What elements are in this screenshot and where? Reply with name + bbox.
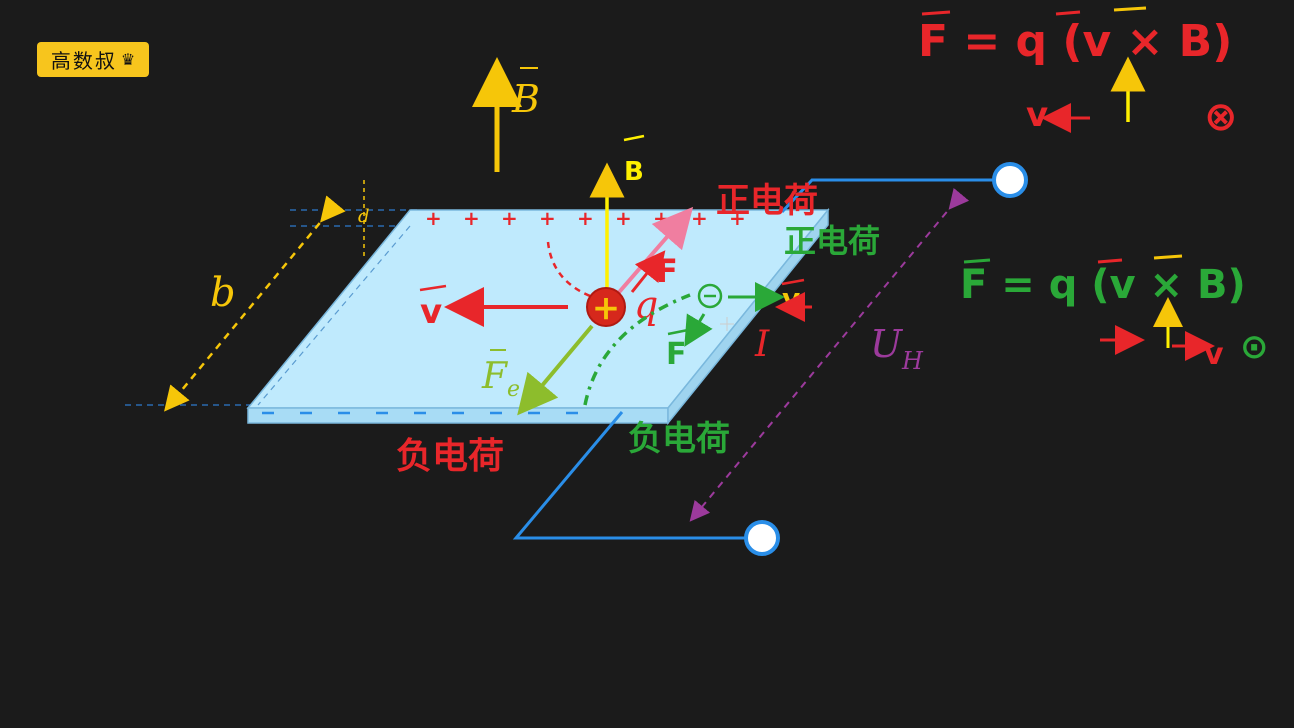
force-arrow-red	[630, 250, 666, 293]
annotation-negative-red: 负电荷	[396, 436, 504, 477]
logo-badge: 高数叔 ♛	[37, 42, 149, 77]
vector-bar	[623, 134, 645, 142]
wire-bottom	[512, 411, 762, 540]
plus-sign: +	[539, 206, 556, 230]
formula-red: F = q (v × B)	[918, 16, 1232, 67]
terminal-top	[992, 162, 1028, 198]
charge-label-q: q	[634, 283, 658, 327]
thickness-label-d: d	[358, 206, 370, 227]
plate-front-face	[247, 407, 669, 424]
plus-sign: +	[653, 206, 670, 230]
plus-sign: +	[577, 206, 594, 230]
wire-top	[780, 178, 1010, 214]
plus-sign: +	[691, 206, 708, 230]
formula-green-v: v	[1204, 337, 1224, 372]
plus-sign: +	[501, 206, 518, 230]
magnetic-field-label: B	[511, 77, 540, 121]
width-label-b: b	[210, 270, 236, 316]
terminal-bottom	[744, 520, 780, 556]
force-label-red: F	[656, 252, 678, 290]
positive-charge	[586, 287, 626, 327]
formula-green: F = q (v × B)	[960, 262, 1246, 308]
annotation-positive-green: 正电荷	[784, 222, 880, 260]
width-marker	[164, 195, 346, 412]
charge-sign: +	[592, 288, 621, 328]
vector-bar	[1113, 6, 1147, 12]
vector-bar	[667, 328, 689, 336]
logo-text: 高数叔	[50, 49, 117, 73]
electric-force-arrow	[517, 324, 594, 416]
vector-bar	[1055, 10, 1081, 16]
velocity-label-green: v	[782, 282, 800, 315]
plus-sign: +	[463, 206, 480, 230]
velocity-label: v	[420, 292, 442, 332]
force-label-green: F	[666, 337, 687, 372]
vector-bar	[921, 10, 951, 16]
plus-sign: +	[615, 206, 632, 230]
vector-bar	[1097, 258, 1123, 264]
current-label-I: I	[754, 324, 770, 365]
field-label-at-charge: B	[624, 157, 644, 187]
out-of-page-symbol: ⊙	[1240, 327, 1269, 367]
trajectory-green	[583, 293, 691, 406]
plus-sign: +	[425, 206, 442, 230]
vector-bar	[963, 258, 991, 264]
annotation-positive-red: 正电荷	[716, 181, 818, 221]
formula-red-v: v	[1026, 95, 1048, 135]
crown-icon: ♛	[120, 50, 136, 69]
hall-voltage-marker	[689, 187, 970, 522]
vector-bar	[1153, 254, 1183, 260]
annotation-negative-green: 负电荷	[628, 419, 730, 459]
vector-bar	[419, 284, 447, 292]
hall-voltage-label: UH	[870, 322, 924, 375]
into-page-symbol: ⊗	[1204, 94, 1238, 140]
positive-charges-row: + + + + + + + + +	[425, 206, 746, 230]
electric-force-label: Fe	[481, 356, 520, 402]
trajectory-red	[546, 241, 591, 298]
cursor-crosshair-icon	[720, 317, 734, 331]
